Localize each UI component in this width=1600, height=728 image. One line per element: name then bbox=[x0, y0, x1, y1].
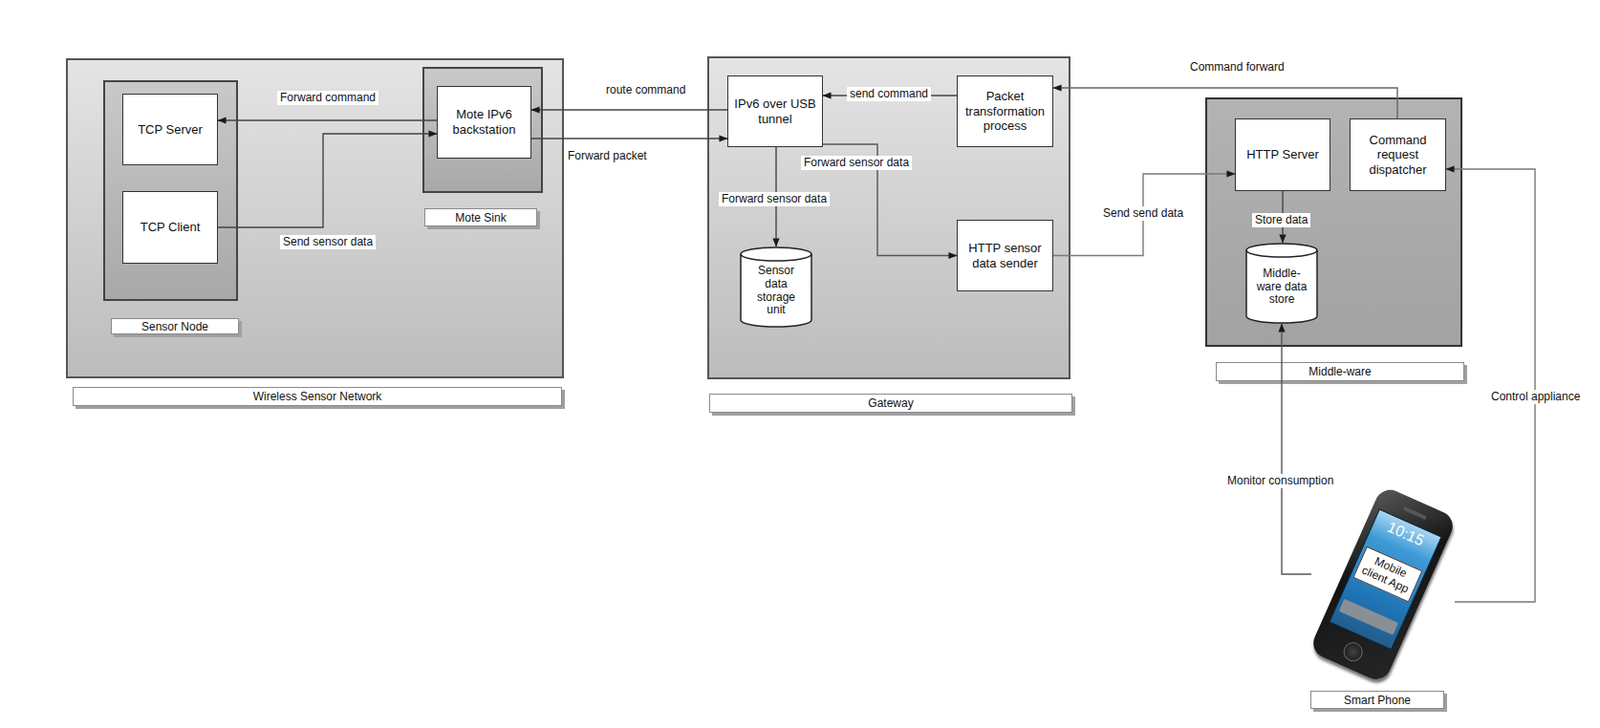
group-heading: Mote Sink bbox=[424, 208, 538, 227]
edge-label-patch: Send send data bbox=[1100, 206, 1187, 221]
edge-label-patch: Monitor consumption bbox=[1224, 474, 1337, 489]
edge-label: Send send data bbox=[1102, 206, 1184, 220]
clock-text: 10:15 bbox=[1384, 518, 1427, 550]
cylinder-body bbox=[740, 247, 812, 327]
app-panel: Mobile client App bbox=[1352, 546, 1423, 604]
phone-dock bbox=[1339, 599, 1399, 636]
connector-arrow bbox=[1053, 87, 1398, 119]
cylinder-rim bbox=[740, 254, 812, 261]
storage-cylinder: Middle-ware data store bbox=[1245, 242, 1319, 325]
box-label: HTTP Server bbox=[1246, 147, 1319, 163]
connector-arrow bbox=[217, 119, 437, 121]
heading-text: Middle-ware bbox=[1308, 365, 1371, 379]
storage-cylinder: Sensor data storage unit bbox=[739, 246, 813, 328]
edge-label-patch: Forward packet bbox=[564, 149, 650, 164]
group-heading: Gateway bbox=[709, 393, 1073, 413]
cylinder-rim bbox=[1246, 250, 1318, 258]
clock-strip: 10:15 bbox=[1371, 513, 1440, 557]
process-box: Mote IPv6 backstation bbox=[436, 86, 532, 159]
container-box: Sensor NodeTCP ServerTCP Client bbox=[103, 80, 238, 302]
box-label: Mote IPv6 backstation bbox=[440, 107, 528, 137]
box-label: Command request dispatcher bbox=[1353, 132, 1443, 178]
edge-label-patch: Control appliance bbox=[1488, 389, 1583, 405]
edge-label-patch: Forward command bbox=[277, 90, 379, 106]
edge-label-patch: Store data bbox=[1252, 213, 1311, 228]
edge-label: route command bbox=[605, 83, 686, 97]
connector-arrow bbox=[217, 133, 437, 228]
container-box: Middle-wareHTTP ServerCommand request di… bbox=[1205, 97, 1463, 347]
smartphone-figure: 10:15Mobile client AppSmart Phone bbox=[1311, 484, 1455, 686]
process-box: IPv6 over USB tunnel bbox=[727, 75, 823, 148]
box-label: IPv6 over USB tunnel bbox=[731, 96, 820, 127]
process-box: HTTP Server bbox=[1234, 118, 1331, 192]
container-box: Mote SinkMote IPv6 backstation bbox=[422, 66, 543, 194]
cylinder-label: Middle-ware data store bbox=[1252, 267, 1312, 307]
edge-label-patch: Command forward bbox=[1187, 60, 1288, 75]
process-box: Command request dispatcher bbox=[1349, 118, 1447, 192]
edge-label: Forward command bbox=[280, 90, 376, 105]
process-box: Packet transformation process bbox=[956, 75, 1054, 148]
home-button bbox=[1340, 639, 1365, 665]
edge-label: Forward sensor data bbox=[803, 155, 909, 170]
phone-screen: 10:15Mobile client App bbox=[1328, 508, 1443, 650]
edge-label: send command bbox=[849, 86, 929, 101]
group-heading: Middle-ware bbox=[1215, 362, 1465, 382]
edge-label: Store data bbox=[1254, 213, 1308, 227]
edge-label: Control appliance bbox=[1491, 389, 1580, 404]
heading-text: Mote Sink bbox=[454, 211, 506, 225]
box-label: Packet transformation process bbox=[960, 88, 1050, 134]
group-heading: Sensor Node bbox=[110, 318, 239, 335]
connector-arrow bbox=[531, 108, 728, 110]
process-box: TCP Client bbox=[122, 191, 218, 264]
phone-speaker bbox=[1403, 506, 1428, 520]
box-label: HTTP sensor data sender bbox=[960, 240, 1050, 271]
process-box: HTTP sensor data sender bbox=[956, 219, 1054, 292]
edge-label-patch: Forward sensor data bbox=[800, 155, 912, 171]
edge-label-patch: send command bbox=[846, 86, 931, 102]
group-heading: Wireless Sensor Network bbox=[72, 387, 563, 407]
container-box: GatewayIPv6 over USB tunnelPacket transf… bbox=[707, 56, 1071, 380]
heading-text: Smart Phone bbox=[1343, 693, 1411, 708]
edge-label: Forward packet bbox=[567, 149, 648, 163]
connector-arrow bbox=[1281, 324, 1312, 575]
heading-text: Wireless Sensor Network bbox=[253, 389, 383, 404]
edge-label: Command forward bbox=[1189, 60, 1285, 74]
edge-label-patch: route command bbox=[603, 83, 689, 98]
cylinder-label: Sensor data storage unit bbox=[746, 264, 806, 318]
box-label: TCP Client bbox=[140, 219, 201, 236]
connector-arrow bbox=[531, 137, 728, 139]
edge-label: Send sensor data bbox=[282, 235, 373, 249]
connector-arrow bbox=[1053, 173, 1235, 257]
process-box: TCP Server bbox=[122, 93, 218, 166]
edge-label-patch: Forward sensor data bbox=[718, 192, 830, 207]
edge-label: Monitor consumption bbox=[1227, 474, 1334, 488]
cylinder-body bbox=[1246, 243, 1318, 324]
container-box: Wireless Sensor NetworkSensor NodeTCP Se… bbox=[65, 58, 564, 379]
edge-label: Forward sensor data bbox=[721, 192, 827, 206]
app-name: Mobile client App bbox=[1360, 554, 1411, 596]
phone-body: 10:15Mobile client App bbox=[1308, 485, 1458, 686]
heading-text: Sensor Node bbox=[141, 320, 209, 334]
edge-label-patch: Send sensor data bbox=[280, 235, 376, 250]
connector-arrow bbox=[1446, 169, 1536, 603]
heading-text: Gateway bbox=[867, 396, 913, 411]
box-label: TCP Server bbox=[137, 122, 203, 138]
group-heading: Smart Phone bbox=[1310, 691, 1445, 710]
